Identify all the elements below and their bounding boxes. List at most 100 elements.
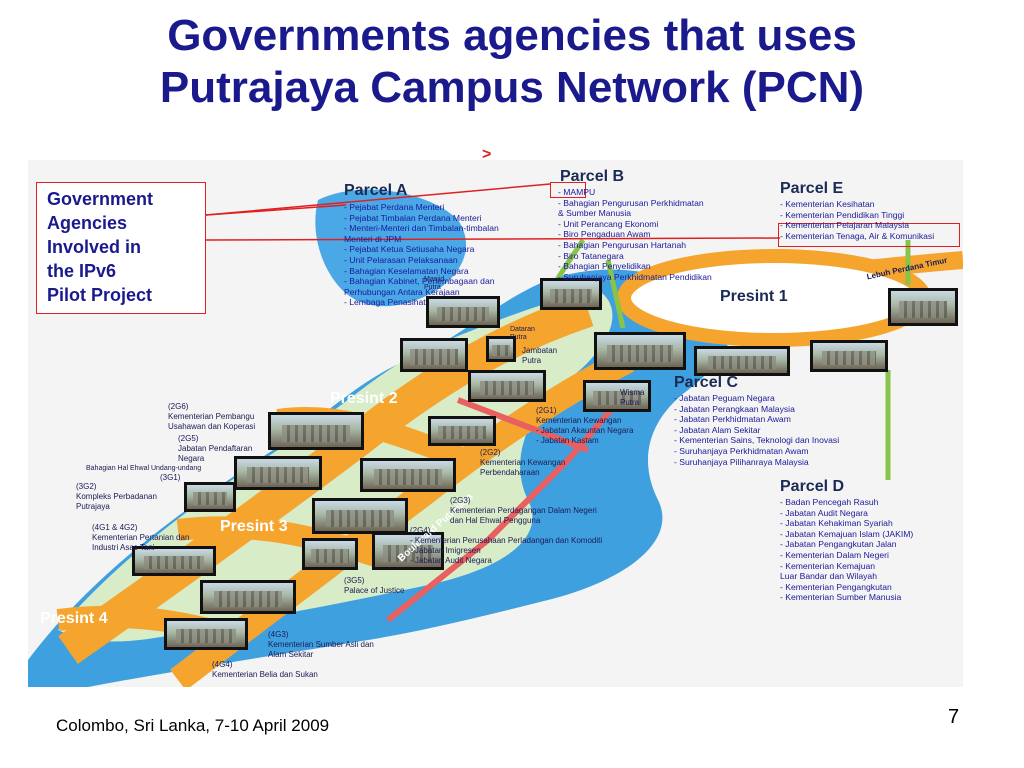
parcel-e-list-line: - Kementerian Kesihatan (780, 199, 875, 209)
zone-4g4-line: (4G4) (212, 660, 233, 669)
parcel-c-list-line: - Suruhanjaya Pilihanraya Malaysia (674, 456, 809, 467)
mampu-highlight (550, 182, 586, 198)
photo-3g5 (372, 532, 444, 570)
lake-north (315, 189, 467, 307)
parcel-d-title: Parcel D (780, 478, 845, 495)
photo-parcel-b (540, 278, 602, 310)
photo-2g6 (268, 412, 364, 450)
zone-2g5-line: (2G5) (178, 434, 199, 443)
presint-2-label: Presint 2 (330, 390, 398, 407)
wisma-label-line: Putra (620, 398, 640, 407)
wisma-label-line: Wisma (620, 388, 645, 397)
photo-presint1-mid (694, 346, 790, 376)
parcel-c-list: - Jabatan Peguam Negara- Jabatan Perangk… (674, 393, 839, 467)
green-arrow-b (555, 238, 586, 280)
parcel-c-list-line: - Jabatan Peguam Negara (674, 393, 775, 403)
zone-3g2-line: (3G2) (76, 482, 97, 491)
zone-4g1-4g2-line: (4G1 & 4G2) (92, 523, 138, 532)
parcel-b-title: Parcel B (560, 168, 625, 185)
zone-2g1: (2G1)Kementerian Kewangan- Jabatan Akaun… (536, 406, 633, 446)
parcel-a-title: Parcel A (344, 182, 408, 199)
zone-2g6-line: Kementerian Pembangu (168, 412, 255, 421)
ipv6-pilot-callout-line: Pilot Project (47, 285, 153, 305)
parcel-b-list-line: - Bahagian Pengurusan Hartanah (558, 239, 687, 250)
parcel-a-list-line: - Lembaga Penasihat (344, 297, 426, 308)
zone-3g1: (3G1) (160, 473, 180, 483)
photo-4g4 (164, 618, 248, 650)
parcel-d-list-line: Luar Bandar dan Wilayah (780, 571, 877, 582)
parcel-d-list-line: - Kementerian Kemajuan (780, 560, 876, 571)
ipv6-pilot-callout-line: Agencies (47, 213, 128, 233)
zone-2g3: (2G3)Kementerian Perdagangan Dalam Neger… (450, 496, 597, 526)
parcel-d-list: - Badan Pencegah Rasuh- Jabatan Audit Ne… (780, 497, 913, 603)
parcel-e-list-line: - Kementerian Tenaga, Air & Komunikasi (780, 230, 935, 241)
title-line-1: Governments agencies that uses (167, 11, 857, 60)
parcel-a-list-line: - Pejabat Perdana Menteri (344, 202, 445, 212)
ipv6-pilot-callout-line: Government (47, 189, 154, 209)
parcel-a-list: - Pejabat Perdana Menteri- Pejabat Timba… (344, 202, 499, 308)
parcel-c-title: Parcel C (674, 374, 739, 391)
parcel-c-list-line: - Suruhanjaya Perkhidmatan Awam (674, 445, 809, 456)
zone-2g3-line: dan Hal Ehwal Pengguna (450, 516, 541, 525)
zone-2g4-line: - Kementerian Perusahaan Perladangan dan… (410, 536, 603, 545)
zone-4g1-4g2-line: Kementerian Pertanian dan (92, 533, 190, 542)
zone-2g2-line: Perbendaharaan (480, 468, 540, 477)
jambatan-label-line: Putra (522, 356, 542, 365)
page-number: 7 (948, 706, 960, 728)
photo-2g3 (312, 498, 408, 534)
parcel-d-list-line: - Kementerian Pengangkutan (780, 581, 892, 592)
zone-4g4-line: Kementerian Belia dan Sukan (212, 670, 318, 679)
zone-2g5-line: Negara (178, 454, 205, 463)
parcel-a-list-line: - Bahagian Keselamatan Negara (344, 265, 469, 276)
photo-parcel-e (888, 288, 958, 326)
parcel-b-list-line: - Unit Perancang Ekonomi (558, 218, 659, 229)
parcel-e-list-line: - Kementerian Pelajaran Malaysia (780, 220, 909, 231)
parcel-d-list-line: - Kementerian Dalam Negeri (780, 549, 889, 560)
zone-4g3-line: Kementerian Sumber Asli dan (268, 640, 374, 649)
photo-4g1 (132, 546, 216, 576)
photo-parcel-c (594, 332, 686, 370)
photo-2g2 (360, 458, 456, 492)
parcel-e-list-line: - Kementerian Pendidikan Tinggi (780, 209, 905, 220)
presint-3-label: Presint 3 (220, 518, 288, 535)
zone-3g5-line: Palace of Justice (344, 586, 405, 595)
zone-2g3-line: (2G3) (450, 496, 471, 505)
parcel-c-list-line: - Jabatan Perangkaan Malaysia (674, 403, 795, 414)
photo-presint2-a (400, 338, 468, 372)
ipv6-pilot-callout-line: Involved in (47, 237, 142, 257)
photo-wisma (583, 380, 651, 412)
zone-2g3-line: Kementerian Perdagangan Dalam Negeri (450, 506, 597, 515)
photo-4g3 (200, 580, 296, 614)
jambatan-label-line: Jambatan (522, 346, 558, 355)
parcel-a-list-line: Perhubungan Antara Kerajaan (344, 286, 460, 297)
parcel-c-list-line: - Jabatan Perkhidmatan Awam (674, 414, 791, 425)
parcel-a-list-line: - Unit Pelarasan Pelaksanaan (344, 254, 458, 265)
parcel-a-list-line: - Menteri-Menteri dan Timbalan-timbalan (344, 223, 499, 234)
red-cross (456, 397, 590, 453)
zone-4g3-line: Alam Sekitar (268, 650, 314, 659)
parcel-c-list-line: - Jabatan Alam Sekitar (674, 424, 761, 435)
presint-1-label: Presint 1 (720, 288, 788, 305)
pointer-to-parcel-e (205, 237, 781, 241)
zone-2g4-line: - Jabatan Imigresen (410, 546, 481, 555)
parcel-a-list-line: Menteri di JPM (344, 233, 402, 244)
zone-3g2-line: Putrajaya (76, 502, 110, 511)
zone-3g1-line: (3G1) (160, 473, 181, 482)
zone-2g4: (2G4)- Kementerian Perusahaan Perladanga… (410, 526, 602, 566)
parcel-b-list-line: - Biro Pengaduan Awam (558, 229, 651, 240)
putrajaya-map: Parcel A - Pejabat Perdana Menteri- Peja… (28, 160, 963, 687)
zone-2g1-line: Kementerian Kewangan (536, 416, 622, 425)
zone-4g1-4g2-line: Industri Asas Tani (92, 543, 155, 552)
zone-2g6-line: (2G6) (168, 402, 189, 411)
photo-jambatan (486, 336, 516, 362)
ipv6-pilot-callout-line: the IPv6 (47, 261, 117, 281)
zone-2g1-line: - Jabatan Akauntan Negara (536, 426, 634, 435)
